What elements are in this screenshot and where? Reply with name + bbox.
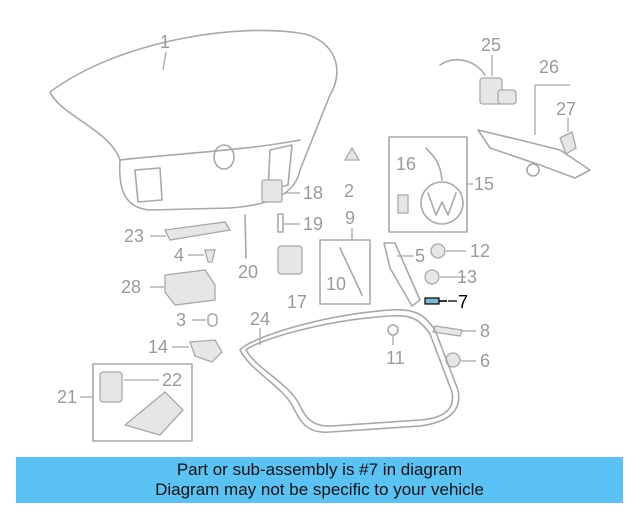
emblem-part	[388, 136, 468, 233]
weatherstrip-inner	[245, 314, 454, 427]
callout-26: 26	[539, 57, 559, 77]
trunk-lid-part	[49, 29, 338, 211]
callout-27: 27	[556, 99, 576, 119]
banner-line-2: Diagram may not be specific to your vehi…	[155, 480, 484, 499]
callout-3: 3	[176, 310, 186, 330]
clip-part-2	[343, 146, 361, 161]
bumper-part-13	[424, 269, 440, 285]
callout-4: 4	[174, 245, 184, 265]
bumper-part-12	[430, 243, 446, 259]
info-banner: Part or sub-assembly is #7 in diagram Di…	[16, 457, 623, 503]
lock-actuator-part	[439, 59, 517, 105]
parts-diagram: 1 25 26 27 15 16 2 18 19 23 4	[49, 29, 591, 442]
callout-19: 19	[303, 214, 323, 234]
callout-14: 14	[148, 337, 168, 357]
callout-22: 22	[162, 370, 182, 390]
callout-9: 9	[345, 208, 355, 228]
switch-part-22	[99, 371, 123, 403]
callout-12: 12	[470, 241, 490, 261]
callout-20: 20	[238, 262, 258, 282]
callout-5: 5	[415, 246, 425, 266]
light-strip-part-23	[164, 221, 232, 241]
strut-part-10	[339, 247, 363, 296]
callout-13: 13	[457, 267, 477, 287]
rod-part-20	[244, 214, 247, 259]
bolt-part-7	[424, 297, 447, 305]
callout-7: 7	[458, 292, 468, 312]
hinge-part-5	[383, 242, 421, 307]
hinge-part-14	[189, 339, 223, 363]
callout-18: 18	[303, 183, 323, 203]
weatherstrip-part-24	[239, 308, 460, 433]
callout-23: 23	[124, 226, 144, 246]
callout-11: 11	[386, 348, 405, 368]
callout-21: 21	[57, 387, 77, 407]
callout-16: 16	[396, 154, 416, 174]
callout-24: 24	[250, 309, 270, 329]
callout-15: 15	[474, 174, 494, 194]
callout-10: 10	[326, 274, 346, 294]
callout-6: 6	[480, 351, 490, 371]
pin-part-19	[277, 213, 284, 233]
cover-part	[123, 391, 184, 436]
bracket-part-8	[432, 325, 463, 337]
callout-8: 8	[480, 321, 490, 341]
callout-25: 25	[481, 35, 501, 55]
latch-part	[477, 129, 591, 179]
handle-box-part-21	[92, 363, 193, 442]
banner-line-1: Part or sub-assembly is #7 in diagram	[176, 460, 463, 479]
bolt-part-4	[204, 249, 216, 263]
callout-2: 2	[344, 181, 354, 201]
strut-box-part	[319, 239, 371, 305]
motor-part-17	[277, 245, 303, 275]
leader-1	[162, 51, 167, 71]
callout-1: 1	[160, 32, 170, 52]
plug-part-3	[207, 313, 218, 327]
bumper-part-11	[387, 324, 399, 336]
callout-28: 28	[121, 277, 141, 297]
module-part-28	[164, 269, 216, 306]
callout-17: 17	[287, 292, 307, 312]
switch-part-18	[261, 179, 283, 203]
